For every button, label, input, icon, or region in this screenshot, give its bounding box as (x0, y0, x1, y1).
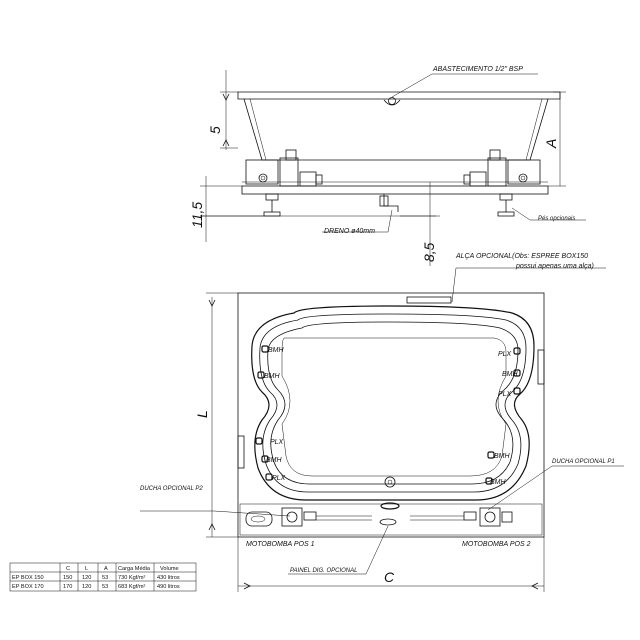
foot-right (497, 193, 515, 217)
table-row2-volume: 490 litros (157, 584, 180, 590)
shower-p1-leader (487, 465, 624, 511)
table-row1-l: 120 (82, 575, 91, 581)
dim-A-label: A (543, 139, 559, 149)
shower-p2-label: DUCHA OPCIONAL P2 (140, 486, 203, 492)
top-view: BMH BMH PLX BMH PLX PLX BMH PLX BMH BMH … (140, 253, 624, 592)
equipment-bay (239, 503, 543, 536)
foot-left (263, 193, 281, 217)
tub-base (241, 185, 549, 195)
jet-right-5-label: BMH (490, 479, 507, 486)
table-row1-volume: 430 litros (157, 575, 180, 581)
table-row2-a: 53 (102, 584, 108, 590)
jet-left-2-label: BMH (264, 373, 281, 380)
side-view: ABASTECIMENTO 1/2" BSP DRENO ø40mm Pés o… (189, 66, 586, 266)
shower-p1-label: DUCHA OPCIONAL P1 (552, 459, 615, 465)
pump-pos2-top (410, 507, 513, 527)
table-row1-model: EP BOX 150 (12, 575, 44, 581)
handle-left (237, 435, 245, 469)
shower-p2-leader (140, 510, 291, 517)
table-header-carga: Carga Média (118, 566, 151, 572)
dim-C-label: C (384, 569, 395, 585)
basin-outer (251, 305, 535, 501)
table-header-volume: Volume (160, 566, 179, 572)
table-header-a: A (104, 566, 108, 572)
supply-fitting (383, 97, 401, 106)
table-row2-model: EP BOX 170 (12, 584, 44, 590)
drain-leader (322, 209, 393, 233)
pump-left-side (245, 149, 323, 187)
jet-right-4-label: BMH (494, 453, 511, 460)
handle-right (537, 349, 545, 385)
table-row2-carga: 683 Kgf/m² (118, 584, 145, 590)
jets-left: BMH BMH PLX BMH PLX (255, 345, 286, 482)
table-row1-c: 150 (63, 575, 72, 581)
handle-label-line2: possui apenas uma alça) (515, 263, 594, 270)
basin-floor (281, 337, 507, 477)
dim-L-label: L (194, 410, 210, 418)
pump-pos2-label: MOTOBOMBA POS 2 (462, 541, 531, 548)
feet-leader (511, 207, 586, 221)
drain-pipe (379, 194, 399, 212)
pump-right-side (463, 149, 541, 187)
table-header-c: C (66, 566, 70, 572)
feet-label: Pés opcionais (538, 216, 575, 222)
handle-leader (451, 267, 606, 303)
jet-left-1-label: BMH (268, 347, 285, 354)
supply-label: ABASTECIMENTO 1/2" BSP (432, 66, 523, 73)
jet-right-2-label: BMH (502, 371, 519, 378)
tub-outline (237, 292, 545, 538)
tub-body (243, 98, 549, 161)
spec-table: C L A Carga Média Volume EP BOX 150 150 … (9, 562, 197, 592)
table-row2-c: 170 (63, 584, 72, 590)
basin-inner (267, 321, 519, 485)
table-header-l: L (85, 566, 88, 572)
handle-top (406, 296, 452, 304)
panel-label: PAINEL DIG. OPCIONAL (290, 568, 357, 574)
panel-leader (288, 525, 389, 575)
basin-mid (259, 313, 527, 493)
pump-pos1-label: MOTOBOMBA POS 1 (246, 541, 315, 548)
jet-left-5-label: PLX (272, 475, 286, 482)
jet-right-1-label: PLX (498, 351, 512, 358)
supply-leader (391, 73, 538, 98)
table-row1-carga: 730 Kgf/m² (118, 575, 145, 581)
jets-right: PLX BMH PLX BMH BMH (485, 347, 521, 486)
jet-right-3-label: PLX (498, 391, 512, 398)
handle-label-line1: ALÇA OPCIONAL(Obs: ESPREE BOX150 (455, 253, 588, 260)
dim-11-5-label: 11,5 (189, 202, 205, 228)
table-row2-l: 120 (82, 584, 91, 590)
jet-left-3-label: PLX (270, 439, 284, 446)
jet-left-4-label: BMH (266, 457, 283, 464)
dim-8-5-label: 8,5 (421, 242, 437, 262)
pump-pos1-top (245, 507, 372, 527)
drain-label: DRENO ø40mm (324, 228, 375, 235)
table-row1-a: 53 (102, 575, 108, 581)
dim-5-label: 5 (207, 126, 223, 134)
drain-top (379, 476, 400, 526)
